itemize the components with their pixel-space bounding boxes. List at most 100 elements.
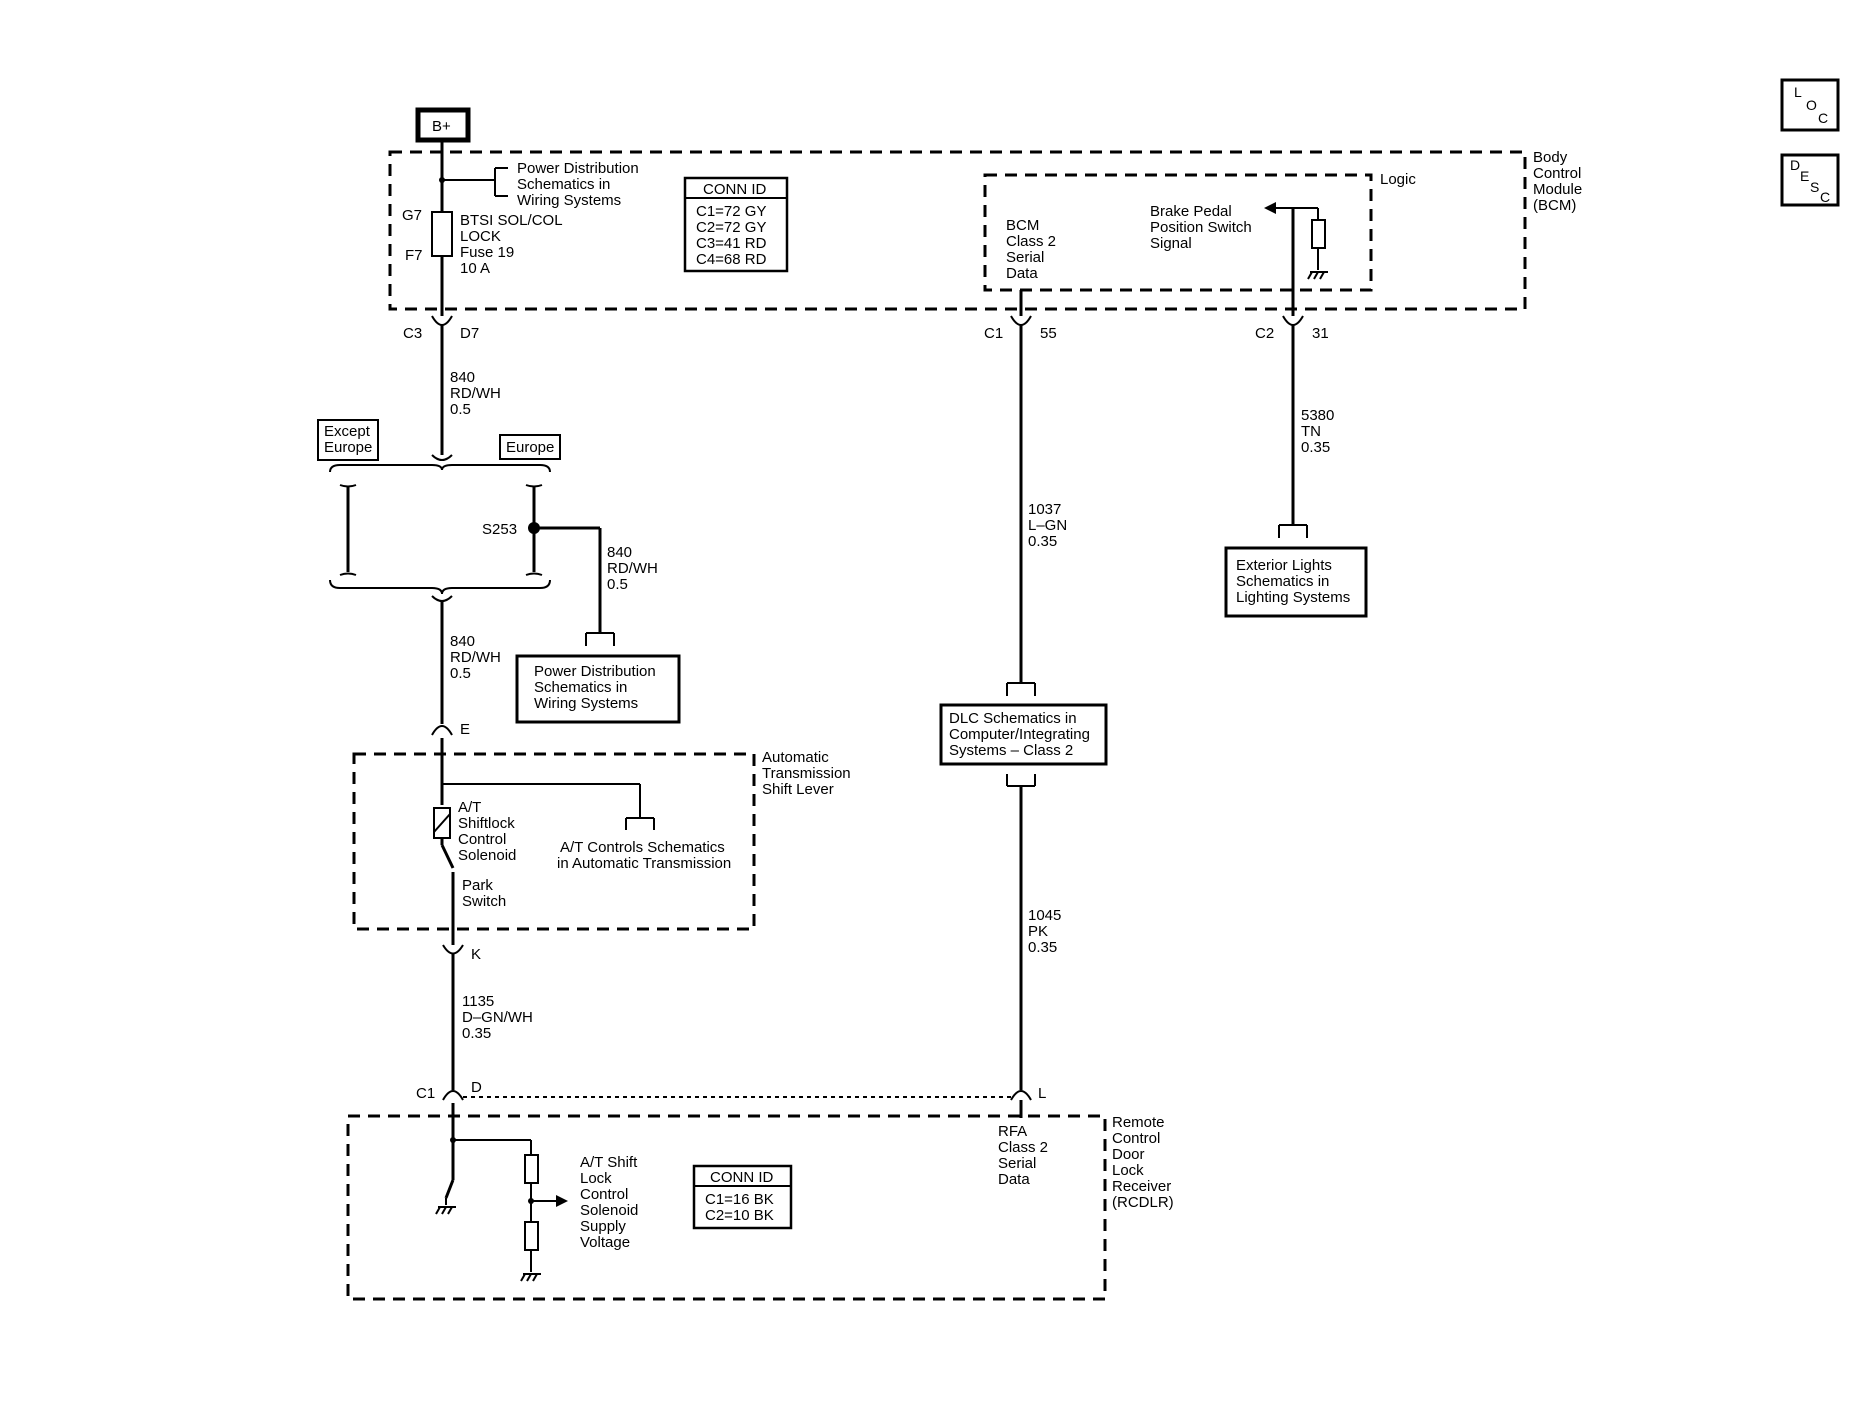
svg-text:Solenoid: Solenoid bbox=[458, 847, 516, 864]
svg-text:C2: C2 bbox=[1255, 325, 1274, 342]
svg-text:0.5: 0.5 bbox=[450, 665, 471, 682]
pd-reference-top[interactable]: Power Distribution Schematics in Wiring … bbox=[517, 160, 639, 209]
fuse-label: BTSI SOL/COL LOCK Fuse 19 10 A bbox=[460, 212, 563, 277]
svg-text:C3: C3 bbox=[403, 325, 422, 342]
svg-text:Solenoid: Solenoid bbox=[580, 1202, 638, 1219]
loc-button[interactable]: L O C bbox=[1780, 78, 1840, 132]
pd-reference-box[interactable]: Power Distribution Schematics in Wiring … bbox=[515, 654, 681, 724]
park-switch-symbol bbox=[440, 844, 455, 869]
svg-text:Except: Except bbox=[324, 423, 371, 440]
dlc-reference-box[interactable]: DLC Schematics in Computer/Integrating S… bbox=[939, 703, 1108, 766]
desc-letter: E bbox=[1800, 168, 1809, 184]
rfa-class2-label: RFA Class 2 Serial Data bbox=[998, 1123, 1048, 1188]
connector-c1-55 bbox=[1010, 315, 1032, 326]
connector-l bbox=[1010, 1090, 1032, 1101]
svg-text:B+: B+ bbox=[432, 118, 451, 135]
ground-icon bbox=[1307, 271, 1328, 280]
bcm-title: Body Control Module (BCM) bbox=[1533, 149, 1582, 214]
bcm-class2-label: BCM Class 2 Serial Data bbox=[1006, 217, 1056, 282]
svg-text:K: K bbox=[471, 946, 481, 963]
wire-840-label-c: 840 RD/WH 0.5 bbox=[450, 633, 501, 682]
svg-text:CONN ID: CONN ID bbox=[710, 1169, 774, 1186]
splice-label: S253 bbox=[482, 521, 517, 538]
svg-text:Body: Body bbox=[1533, 149, 1568, 166]
at-controls-reference[interactable]: A/T Controls Schematics in Automatic Tra… bbox=[557, 839, 731, 872]
wire-1135-label: 1135 D–GN/WH 0.35 bbox=[462, 993, 533, 1042]
svg-text:Control: Control bbox=[1533, 165, 1581, 182]
svg-text:Supply: Supply bbox=[580, 1218, 626, 1235]
loc-letter: O bbox=[1806, 97, 1817, 113]
svg-text:Remote: Remote bbox=[1112, 1114, 1165, 1131]
svg-text:0.35: 0.35 bbox=[462, 1025, 491, 1042]
desc-letter: D bbox=[1790, 157, 1800, 173]
option-brace-top bbox=[329, 464, 551, 473]
svg-text:840: 840 bbox=[607, 544, 632, 561]
svg-text:10 A: 10 A bbox=[460, 260, 490, 277]
svg-text:Wiring Systems: Wiring Systems bbox=[517, 192, 621, 209]
svg-text:Power Distribution: Power Distribution bbox=[534, 663, 656, 680]
rcdlr-internal-switch bbox=[444, 1179, 455, 1199]
svg-text:DLC Schematics in: DLC Schematics in bbox=[949, 710, 1077, 727]
svg-text:Class 2: Class 2 bbox=[998, 1139, 1048, 1156]
svg-text:RD/WH: RD/WH bbox=[450, 649, 501, 666]
svg-text:Position Switch: Position Switch bbox=[1150, 219, 1252, 236]
svg-text:0.35: 0.35 bbox=[1028, 939, 1057, 956]
svg-text:A/T: A/T bbox=[458, 799, 481, 816]
svg-text:Receiver: Receiver bbox=[1112, 1178, 1171, 1195]
svg-text:(RCDLR): (RCDLR) bbox=[1112, 1194, 1174, 1211]
logic-label: Logic bbox=[1380, 171, 1416, 188]
arrow-left-icon bbox=[1264, 202, 1276, 214]
svg-text:Shiftlock: Shiftlock bbox=[458, 815, 515, 832]
svg-text:Serial: Serial bbox=[998, 1155, 1036, 1172]
loc-letter: L bbox=[1794, 84, 1802, 100]
svg-text:Power Distribution: Power Distribution bbox=[517, 160, 639, 177]
desc-letter: C bbox=[1820, 189, 1830, 205]
svg-text:C3=41 RD: C3=41 RD bbox=[696, 235, 767, 252]
svg-text:D–GN/WH: D–GN/WH bbox=[462, 1009, 533, 1026]
svg-text:RFA: RFA bbox=[998, 1123, 1027, 1140]
svg-text:Voltage: Voltage bbox=[580, 1234, 630, 1251]
fuse-pin-f7: F7 bbox=[405, 247, 423, 264]
desc-button[interactable]: D E S C bbox=[1780, 153, 1840, 207]
svg-text:Brake Pedal: Brake Pedal bbox=[1150, 203, 1232, 220]
svg-text:in Automatic Transmission: in Automatic Transmission bbox=[557, 855, 731, 872]
svg-text:L: L bbox=[1038, 1085, 1046, 1102]
svg-text:Computer/Integrating: Computer/Integrating bbox=[949, 726, 1090, 743]
svg-text:Module: Module bbox=[1533, 181, 1582, 198]
svg-text:Schematics in: Schematics in bbox=[534, 679, 627, 696]
desc-letter: S bbox=[1810, 179, 1819, 195]
svg-text:Transmission: Transmission bbox=[762, 765, 851, 782]
arrow-right-icon bbox=[556, 1195, 568, 1207]
svg-text:0.35: 0.35 bbox=[1301, 439, 1330, 456]
svg-text:C2=72 GY: C2=72 GY bbox=[696, 219, 766, 236]
svg-text:Lighting Systems: Lighting Systems bbox=[1236, 589, 1350, 606]
connector-c3-d7 bbox=[431, 315, 453, 326]
rcdlr-module-box bbox=[346, 1114, 1107, 1301]
svg-text:RD/WH: RD/WH bbox=[450, 385, 501, 402]
svg-text:Door: Door bbox=[1112, 1146, 1145, 1163]
svg-text:0.5: 0.5 bbox=[450, 401, 471, 418]
park-switch-label: Park Switch bbox=[462, 877, 506, 910]
bcm-module-box bbox=[388, 150, 1527, 311]
wire-5380-label: 5380 TN 0.35 bbox=[1301, 407, 1334, 456]
bcm-logic-box bbox=[983, 173, 1373, 292]
svg-text:1045: 1045 bbox=[1028, 907, 1061, 924]
shiftlock-solenoid-label: A/T Shiftlock Control Solenoid bbox=[458, 799, 516, 864]
option-europe: Europe bbox=[499, 434, 561, 460]
svg-text:Park: Park bbox=[462, 877, 493, 894]
svg-text:Control: Control bbox=[1112, 1130, 1160, 1147]
svg-text:Fuse 19: Fuse 19 bbox=[460, 244, 514, 261]
rcdlr-conn-id-table: CONN ID C1=16 BK C2=10 BK bbox=[692, 1164, 793, 1230]
svg-text:TN: TN bbox=[1301, 423, 1321, 440]
svg-text:Data: Data bbox=[998, 1171, 1030, 1188]
svg-text:31: 31 bbox=[1312, 325, 1329, 342]
ground-icon bbox=[435, 1206, 456, 1215]
svg-text:Exterior Lights: Exterior Lights bbox=[1236, 557, 1332, 574]
svg-text:E: E bbox=[460, 721, 470, 738]
svg-text:C1: C1 bbox=[416, 1085, 435, 1102]
exterior-lights-reference[interactable]: Exterior Lights Schematics in Lighting S… bbox=[1224, 546, 1368, 618]
svg-text:1135: 1135 bbox=[462, 993, 494, 1010]
ground-icon bbox=[520, 1273, 541, 1282]
svg-text:Wiring Systems: Wiring Systems bbox=[534, 695, 638, 712]
svg-text:Europe: Europe bbox=[324, 439, 372, 456]
